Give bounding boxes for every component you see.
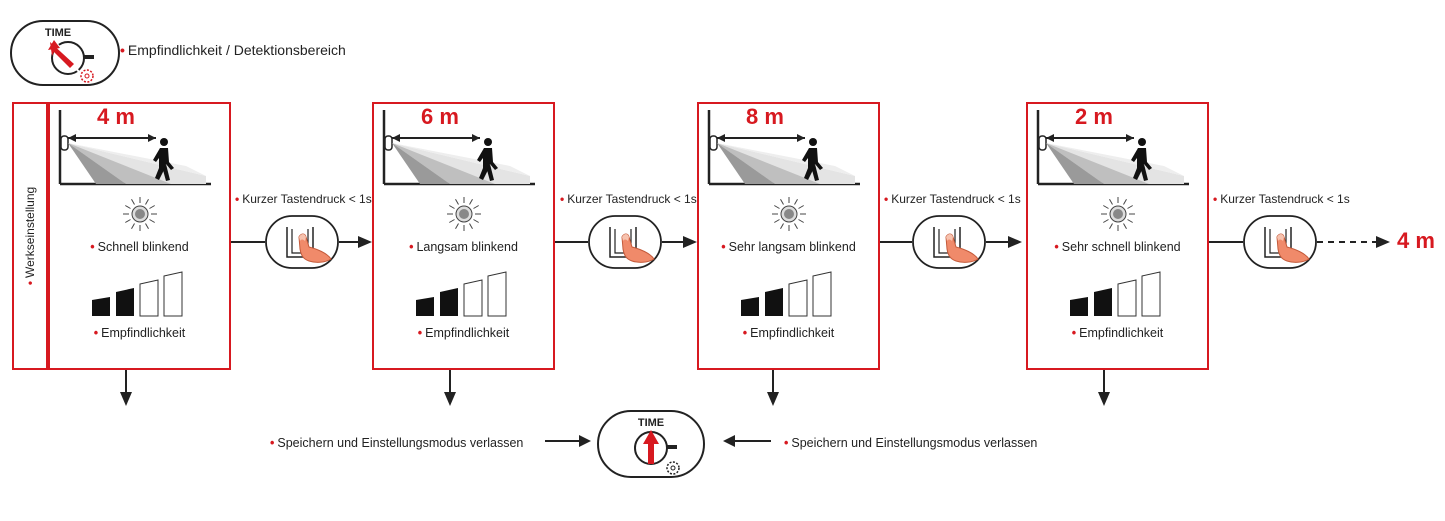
next-step-arrow bbox=[339, 236, 372, 248]
time-dial-icon: TIME bbox=[10, 20, 120, 86]
button-press-icon bbox=[588, 215, 662, 274]
press-label: •Kurzer Tastendruck < 1s bbox=[560, 192, 697, 206]
button-press-icon bbox=[265, 215, 339, 274]
button-press-icon bbox=[1243, 215, 1317, 274]
detection-graphic bbox=[58, 110, 211, 186]
distance-label: 4 m bbox=[97, 104, 135, 129]
distance-label: 6 m bbox=[421, 104, 459, 129]
distance-label: 8 m bbox=[746, 104, 784, 129]
blink-mode-label: •Sehr schnell blinkend bbox=[1054, 240, 1181, 254]
blinking-led-icon bbox=[1100, 197, 1135, 231]
distance-label: 2 m bbox=[1075, 104, 1113, 129]
walking-person-icon bbox=[153, 138, 174, 181]
press-label: •Kurzer Tastendruck < 1s bbox=[235, 192, 372, 206]
sensitivity-label: •Empfindlichkeit bbox=[417, 326, 510, 340]
sensor-icon bbox=[384, 135, 393, 151]
button-press-icon bbox=[912, 215, 986, 274]
next-step-arrow bbox=[986, 236, 1022, 248]
step-box-2: 6 m •Langsam blinkend •Empfindlichkeit bbox=[372, 102, 555, 370]
press-label: •Kurzer Tastendruck < 1s bbox=[884, 192, 1021, 206]
save-icon-text: TIME bbox=[638, 417, 664, 429]
down-arrow bbox=[120, 370, 132, 406]
connector-line bbox=[555, 241, 588, 243]
blinking-led-icon bbox=[771, 197, 806, 231]
blinking-led-icon bbox=[446, 197, 481, 231]
sensitivity-bars-icon bbox=[91, 271, 182, 317]
header-title: •Empfindlichkeit / Detektionsbereich bbox=[120, 42, 346, 58]
blink-mode-label: •Schnell blinkend bbox=[90, 240, 189, 254]
connector-line bbox=[231, 241, 265, 243]
time-icon-text: TIME bbox=[45, 27, 71, 39]
walking-person-icon bbox=[802, 138, 823, 181]
sensor-icon bbox=[709, 135, 718, 151]
sensitivity-label: •Empfindlichkeit bbox=[93, 326, 186, 340]
connector-line bbox=[880, 241, 912, 243]
step-box-1: 4 m •Schnell blinkend •Empfindlichkeit bbox=[48, 102, 231, 370]
sensor-icon bbox=[60, 135, 69, 151]
walking-person-icon bbox=[1131, 138, 1152, 181]
step-box-4: 2 m •Sehr schnell blinkend •Empfindlichk… bbox=[1026, 102, 1209, 370]
arrow-left-to-save bbox=[545, 435, 591, 447]
connector-line bbox=[1209, 241, 1243, 243]
press-label: •Kurzer Tastendruck < 1s bbox=[1213, 192, 1350, 206]
down-arrow bbox=[444, 370, 456, 406]
detection-graphic bbox=[707, 110, 860, 186]
sensitivity-bars-icon bbox=[740, 271, 831, 317]
blinking-led-icon bbox=[122, 197, 157, 231]
detection-graphic bbox=[1036, 110, 1189, 186]
save-label-left: •Speichern und Einstellungsmodus verlass… bbox=[270, 436, 524, 450]
sensitivity-bars-icon bbox=[1069, 271, 1160, 317]
save-label-right: •Speichern und Einstellungsmodus verlass… bbox=[784, 436, 1038, 450]
arrow-right-to-save bbox=[723, 435, 771, 447]
sensitivity-label: •Empfindlichkeit bbox=[742, 326, 835, 340]
detection-graphic bbox=[382, 110, 535, 186]
sensitivity-bars-icon bbox=[415, 271, 506, 317]
down-arrow bbox=[1098, 370, 1110, 406]
step-box-3: 8 m •Sehr langsam blinkend •Empfindlichk… bbox=[697, 102, 880, 370]
factory-setting-label: •Werkseinstellung bbox=[12, 102, 48, 370]
next-step-arrow bbox=[1317, 236, 1390, 248]
walking-person-icon bbox=[477, 138, 498, 181]
final-distance: 4 m bbox=[1397, 228, 1435, 253]
sensor-icon bbox=[1038, 135, 1047, 151]
next-step-arrow bbox=[662, 236, 697, 248]
blink-mode-label: •Langsam blinkend bbox=[409, 240, 518, 254]
down-arrow bbox=[767, 370, 779, 406]
save-time-dial-icon: TIME bbox=[597, 410, 705, 478]
sensitivity-label: •Empfindlichkeit bbox=[1071, 326, 1164, 340]
blink-mode-label: •Sehr langsam blinkend bbox=[721, 240, 856, 254]
